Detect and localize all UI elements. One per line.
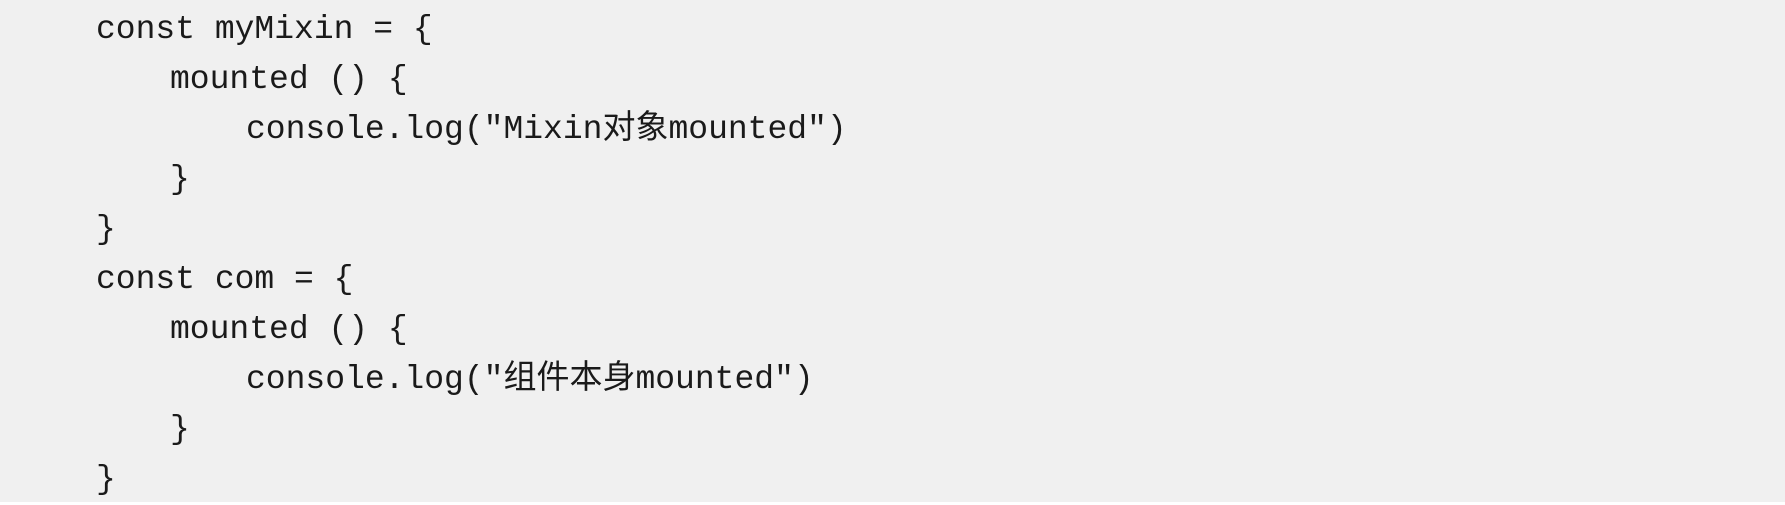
code-line-10: } [96, 461, 116, 498]
code-line-5: } [96, 211, 116, 248]
code-line-6: const com = { [96, 261, 354, 298]
code-line-9: } [170, 411, 190, 448]
code-line-3: console.log("Mixin对象mounted") [246, 111, 847, 148]
code-line-4: } [170, 161, 190, 198]
code-line-2: mounted () { [170, 61, 408, 98]
code-line-7: mounted () { [170, 311, 408, 348]
code-line-1: const myMixin = { [96, 11, 433, 48]
code-line-8: console.log("组件本身mounted") [246, 361, 814, 398]
